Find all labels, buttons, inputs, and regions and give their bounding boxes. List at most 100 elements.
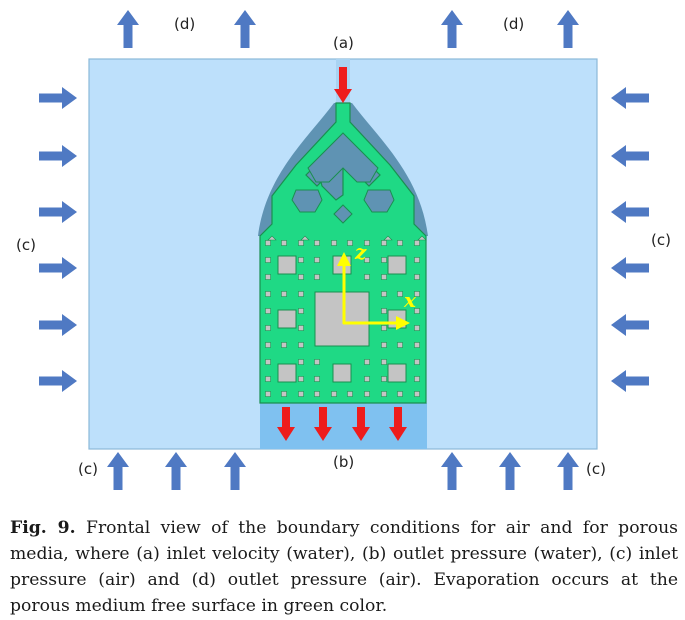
pore <box>414 325 420 331</box>
pore <box>281 291 287 297</box>
air-arrow-left-icon <box>611 370 649 392</box>
pore <box>347 391 353 397</box>
pore <box>298 240 304 246</box>
pore <box>265 342 271 348</box>
pore <box>265 257 271 263</box>
pore <box>298 391 304 397</box>
pore <box>281 391 287 397</box>
boundary-conditions-figure: (a) (b) (c) (c) (c) (c) (d) (d) z x <box>16 10 671 490</box>
pore <box>381 274 387 280</box>
pore-void <box>277 255 297 275</box>
air-arrow-right-icon <box>39 201 77 223</box>
pore <box>364 359 370 365</box>
pore <box>298 308 304 314</box>
pore-void <box>387 255 407 275</box>
pore <box>397 391 403 397</box>
caption-text: Frontal view of the boundary conditions … <box>10 518 678 616</box>
pore <box>298 257 304 263</box>
branch-hole-top <box>307 132 379 183</box>
pore-notch <box>267 235 277 241</box>
pore-void <box>314 291 370 347</box>
air-arrow-up-icon <box>234 10 256 48</box>
air-arrow-right-icon <box>39 145 77 167</box>
air-arrow-up-icon <box>165 452 187 490</box>
air-arrow-up-icon <box>441 452 463 490</box>
pore <box>265 291 271 297</box>
label-c-bottom-left: (c) <box>78 460 98 478</box>
pore-notch <box>383 235 393 241</box>
pore <box>414 257 420 263</box>
pore <box>414 376 420 382</box>
pore <box>265 391 271 397</box>
pore <box>265 325 271 331</box>
water-inlet-arrow-icon <box>334 67 352 103</box>
pore <box>414 391 420 397</box>
water-arrows <box>277 67 407 441</box>
pore <box>364 376 370 382</box>
pore <box>314 274 320 280</box>
pore <box>381 359 387 365</box>
air-arrow-up-icon <box>499 452 521 490</box>
pore <box>314 359 320 365</box>
air-arrow-left-icon <box>611 314 649 336</box>
pore <box>314 376 320 382</box>
pore <box>347 240 353 246</box>
water-outlet-arrow-icon <box>277 407 295 441</box>
pore <box>414 308 420 314</box>
pore <box>364 391 370 397</box>
pore-void <box>387 363 407 383</box>
label-c-right: (c) <box>651 231 671 249</box>
pore <box>281 342 287 348</box>
axis-x-arrowhead <box>396 316 410 330</box>
air-arrow-left-icon <box>611 257 649 279</box>
pore <box>265 274 271 280</box>
axis-z-arrowhead <box>337 252 351 266</box>
figure-caption: Fig. 9. Frontal view of the boundary con… <box>10 515 678 619</box>
pore <box>364 257 370 263</box>
pore <box>298 325 304 331</box>
pore <box>381 376 387 382</box>
label-c-bottom-right: (c) <box>586 460 606 478</box>
pore <box>265 376 271 382</box>
pore <box>414 359 420 365</box>
air-arrow-left-icon <box>611 201 649 223</box>
pore-notch <box>417 235 427 241</box>
air-arrow-right-icon <box>39 370 77 392</box>
air-arrow-up-icon <box>107 452 129 490</box>
pore <box>265 240 271 246</box>
label-a-inlet: (a) <box>333 34 354 52</box>
pore <box>298 376 304 382</box>
water-outlet-arrow-icon <box>352 407 370 441</box>
pore <box>314 391 320 397</box>
air-arrow-right-icon <box>39 87 77 109</box>
pore-grid <box>265 132 427 397</box>
pore-void <box>277 363 297 383</box>
pore <box>331 391 337 397</box>
pore <box>381 240 387 246</box>
pore <box>298 274 304 280</box>
pore <box>298 342 304 348</box>
branch-hole-center <box>333 204 353 224</box>
pore <box>314 257 320 263</box>
air-arrow-left-icon <box>611 87 649 109</box>
air-arrow-up-icon <box>224 452 246 490</box>
label-b-outlet: (b) <box>333 453 355 471</box>
pore <box>298 359 304 365</box>
pore <box>381 291 387 297</box>
water-outlet-arrow-icon <box>314 407 332 441</box>
air-arrow-left-icon <box>611 145 649 167</box>
pore <box>414 342 420 348</box>
label-d-right: (d) <box>503 15 525 33</box>
air-arrow-up-icon <box>557 10 579 48</box>
air-arrow-up-icon <box>117 10 139 48</box>
pore <box>381 257 387 263</box>
axis-z-label: z <box>355 240 367 264</box>
pore <box>397 342 403 348</box>
pore-notch <box>300 235 310 241</box>
pore <box>381 325 387 331</box>
pore <box>397 240 403 246</box>
label-c-left: (c) <box>16 236 36 254</box>
pore <box>281 240 287 246</box>
coordinate-axes <box>337 252 410 330</box>
pore <box>414 240 420 246</box>
